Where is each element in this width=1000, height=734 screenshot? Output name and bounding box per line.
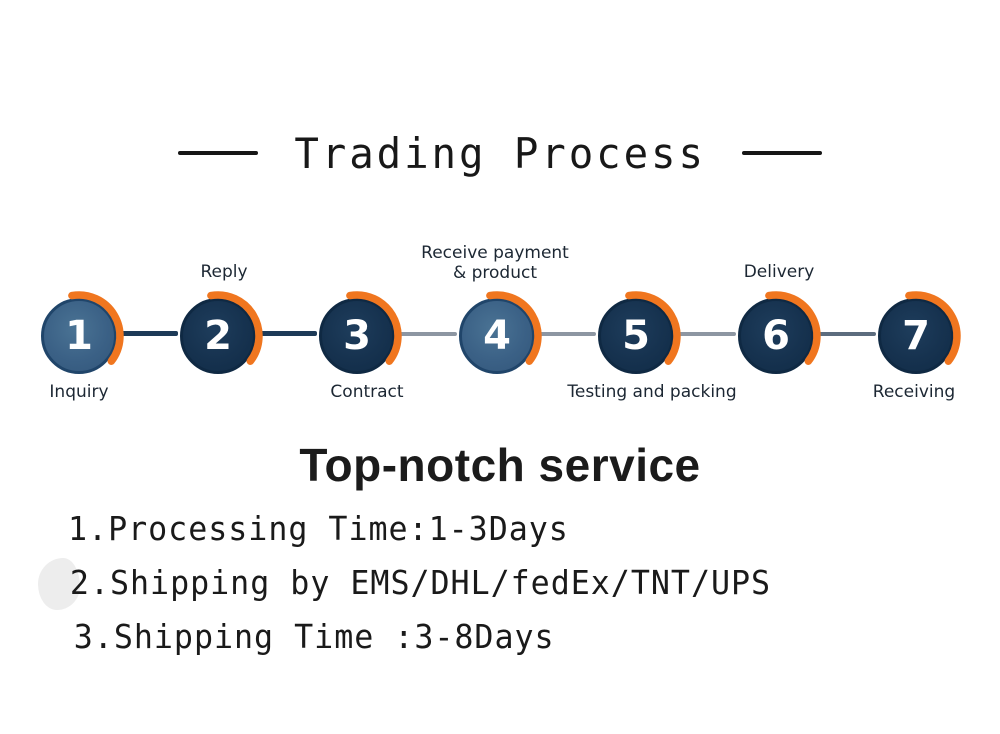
connector-3-4 [399, 332, 457, 336]
watermark-smudge [38, 558, 80, 610]
title-row: Trading Process [0, 118, 1000, 188]
step-circle-2: 2 [180, 298, 256, 374]
service-heading: Top-notch service [299, 439, 701, 491]
step-number: 4 [483, 313, 511, 359]
title-dash-right [742, 151, 823, 155]
step-circle-4: 4 [459, 298, 535, 374]
service-item-shipping-time: 3.Shipping Time :3-8Days [73, 617, 555, 656]
connector-5-6 [678, 332, 736, 336]
step-label-line1: Receive payment [421, 243, 569, 263]
step-label-receive-payment: Receive payment & product [375, 243, 615, 283]
step-circle-3: 3 [319, 298, 395, 374]
step-label-contract: Contract [330, 382, 404, 402]
step-number: 5 [622, 313, 650, 359]
connector-4-5 [539, 332, 596, 336]
step-number: 2 [204, 313, 232, 359]
connector-6-7 [818, 332, 876, 336]
connector-1-2 [121, 331, 178, 336]
process-flow: 1 Inquiry 2 Reply 3 Contract 4 Receive [41, 243, 961, 402]
step-label-reply: Reply [200, 262, 248, 282]
step-label-delivery: Delivery [743, 262, 815, 282]
step-circle-7: 7 [878, 298, 954, 374]
step-label-testing-packing: Testing and packing [567, 382, 737, 402]
step-label-inquiry: Inquiry [49, 382, 109, 402]
step-number: 7 [902, 313, 930, 359]
service-item-shipping-by: 2.Shipping by EMS/DHL/fedEx/TNT/UPS [69, 563, 772, 602]
step-label-receiving: Receiving [872, 382, 956, 402]
step-circle-5: 5 [598, 298, 674, 374]
service-item-processing-time: 1.Processing Time:1-3Days [68, 509, 569, 548]
step-number: 3 [343, 313, 371, 359]
connector-2-3 [260, 331, 317, 336]
step-number: 1 [65, 313, 93, 359]
step-circle-1: 1 [41, 298, 117, 374]
step-circle-6: 6 [738, 298, 814, 374]
step-label-line2: & product [452, 263, 538, 283]
page-title: Trading Process [294, 128, 706, 178]
step-number: 6 [762, 313, 790, 359]
title-dash-left [177, 151, 258, 155]
service-list: 1.Processing Time:1-3Days 2.Shipping by … [68, 506, 968, 668]
